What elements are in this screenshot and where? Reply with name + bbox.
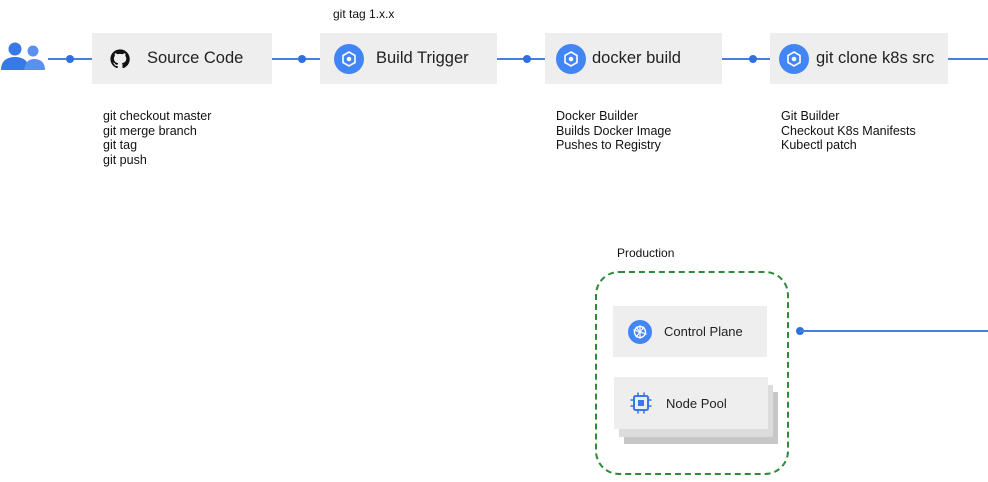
connector-dot <box>523 55 531 63</box>
note-line: git checkout master <box>103 109 212 123</box>
note-line: Docker Builder <box>556 109 638 123</box>
note-line: git tag <box>103 138 138 152</box>
cloud-build-icon <box>556 43 586 74</box>
connector-source-trigger <box>272 58 320 60</box>
cloud-build-icon <box>334 43 364 74</box>
git-clone-label: git clone k8s src <box>816 49 935 67</box>
docker-build-label: docker build <box>592 49 681 67</box>
node-pool-label: Node Pool <box>666 395 727 411</box>
connector-dot <box>749 55 757 63</box>
connector-dot <box>298 55 306 63</box>
chip-icon <box>630 392 652 414</box>
github-icon <box>110 48 130 69</box>
note-line: Git Builder <box>781 109 840 123</box>
connector-production-out <box>800 330 988 332</box>
git-clone-node[interactable]: git clone k8s src <box>770 33 948 84</box>
connector-docker-clone <box>722 58 770 60</box>
node-pool-panel[interactable]: Node Pool <box>614 377 768 429</box>
source-code-node[interactable]: Source Code <box>92 33 272 84</box>
note-line: Builds Docker Image <box>556 123 672 138</box>
control-plane-label: Control Plane <box>664 324 743 339</box>
build-trigger-node[interactable]: Build Trigger <box>320 33 497 84</box>
production-cluster <box>595 271 789 475</box>
note-line: Checkout K8s Manifests <box>781 123 916 138</box>
users-icon <box>0 40 46 74</box>
docker-build-notes: Docker Builder Builds Docker Image Pushe… <box>556 109 671 153</box>
git-clone-notes: Git Builder Checkout K8s Manifests Kubec… <box>781 109 916 153</box>
control-plane-panel[interactable]: Control Plane <box>613 306 767 357</box>
docker-build-node[interactable]: docker build <box>545 33 722 84</box>
note-line: git merge branch <box>103 123 197 138</box>
note-line: Pushes to Registry <box>556 138 661 152</box>
kubernetes-icon <box>628 319 652 344</box>
cloud-build-icon <box>779 43 809 74</box>
production-title: Production <box>617 246 675 260</box>
connector-clone-out <box>948 58 988 60</box>
note-line: Kubectl patch <box>781 138 857 152</box>
note-line: git push <box>103 152 147 167</box>
trigger-caption: git tag 1.x.x <box>333 7 395 21</box>
source-code-notes: git checkout master git merge branch git… <box>103 109 211 167</box>
connector-trigger-docker <box>497 58 545 60</box>
build-trigger-label: Build Trigger <box>376 49 469 67</box>
source-code-label: Source Code <box>147 49 244 67</box>
connector-dot <box>66 55 74 63</box>
